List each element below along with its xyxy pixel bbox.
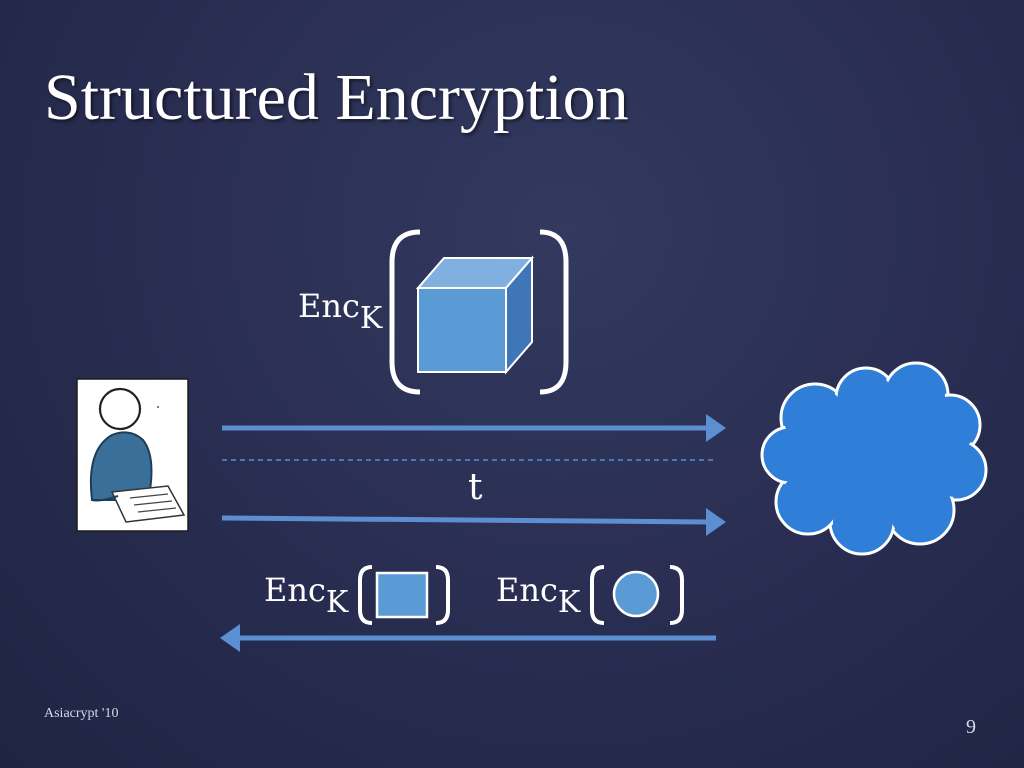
user-icon — [76, 378, 189, 532]
enc-subscript: K — [557, 585, 581, 620]
footer-text: Asiacrypt '10 — [44, 706, 119, 721]
arrow-left-icon — [220, 624, 716, 652]
enc-subscript: K — [359, 301, 383, 336]
arrow-right-icon — [222, 414, 726, 442]
enc-label-result-2: EncK — [496, 570, 580, 620]
enc-label-top: EncK — [298, 286, 382, 336]
token-label: t — [468, 467, 483, 508]
page-number: 9 — [966, 716, 976, 738]
slide-title: Structured Encryption — [44, 61, 629, 134]
left-paren — [358, 565, 373, 625]
right-paren — [539, 229, 569, 395]
cloud-icon — [760, 361, 988, 556]
enc-prefix: Enc — [298, 287, 360, 325]
square-icon — [375, 571, 429, 619]
arrow-right-icon — [221, 508, 726, 536]
right-paren — [435, 565, 450, 625]
left-paren — [590, 565, 605, 625]
circle-icon — [612, 570, 660, 618]
enc-prefix: Enc — [496, 571, 558, 609]
enc-label-result-1: EncK — [264, 570, 348, 620]
left-paren — [389, 229, 421, 395]
enc-prefix: Enc — [264, 571, 326, 609]
right-paren — [669, 565, 684, 625]
enc-subscript: K — [325, 585, 349, 620]
cube-icon — [415, 255, 535, 375]
